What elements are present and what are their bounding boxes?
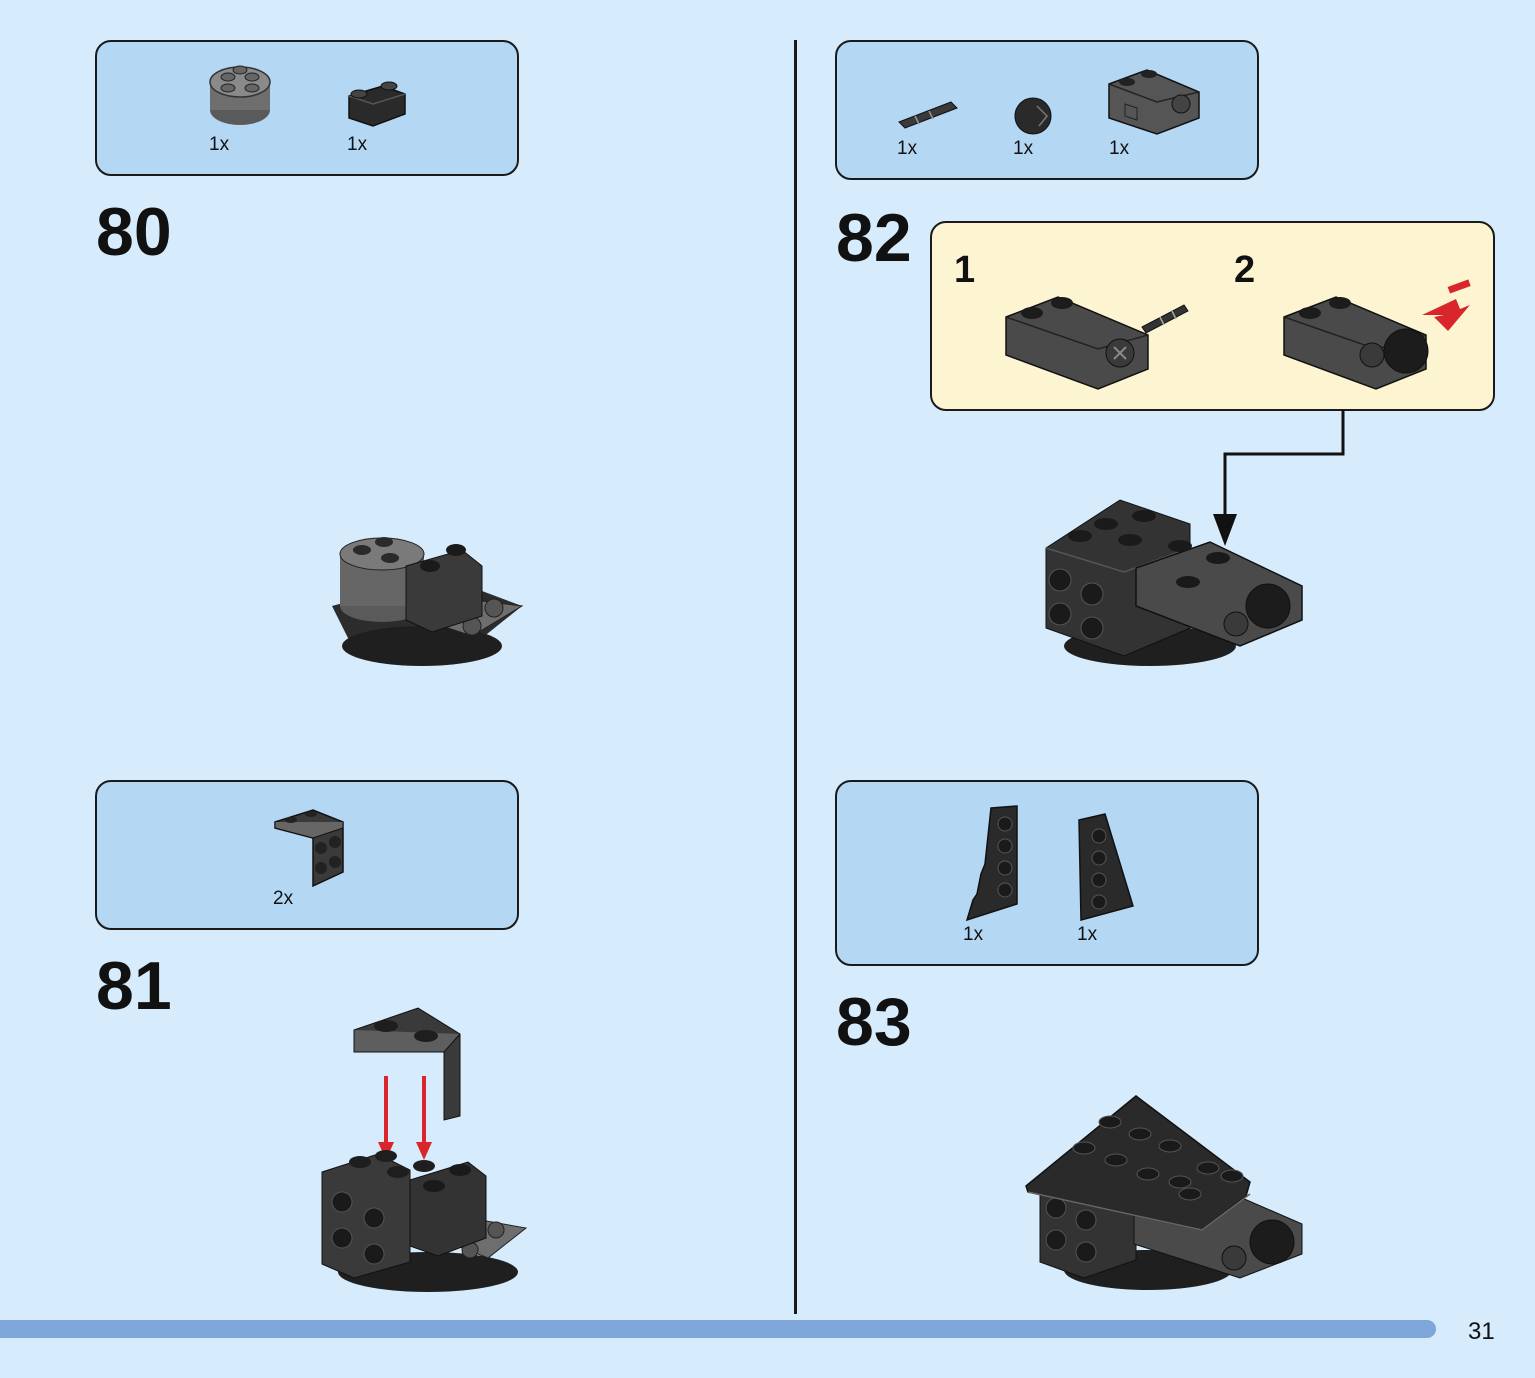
step-number-80: 80 [96, 194, 172, 270]
parts-list-step-82: 1x 1x 1x [835, 40, 1259, 180]
round-brick-2x2-icon [207, 60, 273, 132]
part-qty: 1x [963, 924, 984, 945]
ball-joint-icon [1013, 96, 1053, 136]
model-step-82 [1040, 496, 1310, 672]
substep-2-model [1280, 275, 1480, 393]
part-qty: 2x [273, 888, 294, 909]
axle-pin-icon [897, 98, 959, 132]
model-step-80 [322, 516, 532, 676]
substep-box-step-82: 1 2 [930, 221, 1495, 411]
wing-plate-left-icon [961, 804, 1025, 924]
part-qty: 1x [1109, 138, 1130, 159]
step-number-81: 81 [96, 948, 172, 1024]
substep-1-model [1002, 275, 1192, 393]
parts-list-step-81: 2x [95, 780, 519, 930]
part-qty: 1x [209, 134, 230, 155]
step-number-82: 82 [836, 200, 912, 276]
substep-pointer-arrow [1210, 410, 1350, 550]
substep-number-1: 1 [954, 249, 976, 291]
part-qty: 1x [347, 134, 368, 155]
part-qty: 1x [1077, 924, 1098, 945]
substep-number-2: 2 [1234, 249, 1256, 291]
page-number: 31 [1468, 1318, 1495, 1345]
curved-slope-brick-icon [345, 72, 409, 132]
page-column-divider [794, 40, 797, 1314]
bracket-plate-icon [273, 802, 347, 888]
parts-list-step-83: 1x 1x [835, 780, 1259, 966]
part-qty: 1x [1013, 138, 1034, 159]
step-number-83: 83 [836, 984, 912, 1060]
model-step-81 [318, 1006, 533, 1296]
model-step-83 [1024, 1094, 1310, 1294]
wing-plate-right-icon [1077, 812, 1137, 922]
parts-list-step-80: 1x 1x [95, 40, 519, 176]
page-progress-bar [0, 1320, 1436, 1338]
hinge-brick-icon [1107, 62, 1203, 138]
part-qty: 1x [897, 138, 918, 159]
